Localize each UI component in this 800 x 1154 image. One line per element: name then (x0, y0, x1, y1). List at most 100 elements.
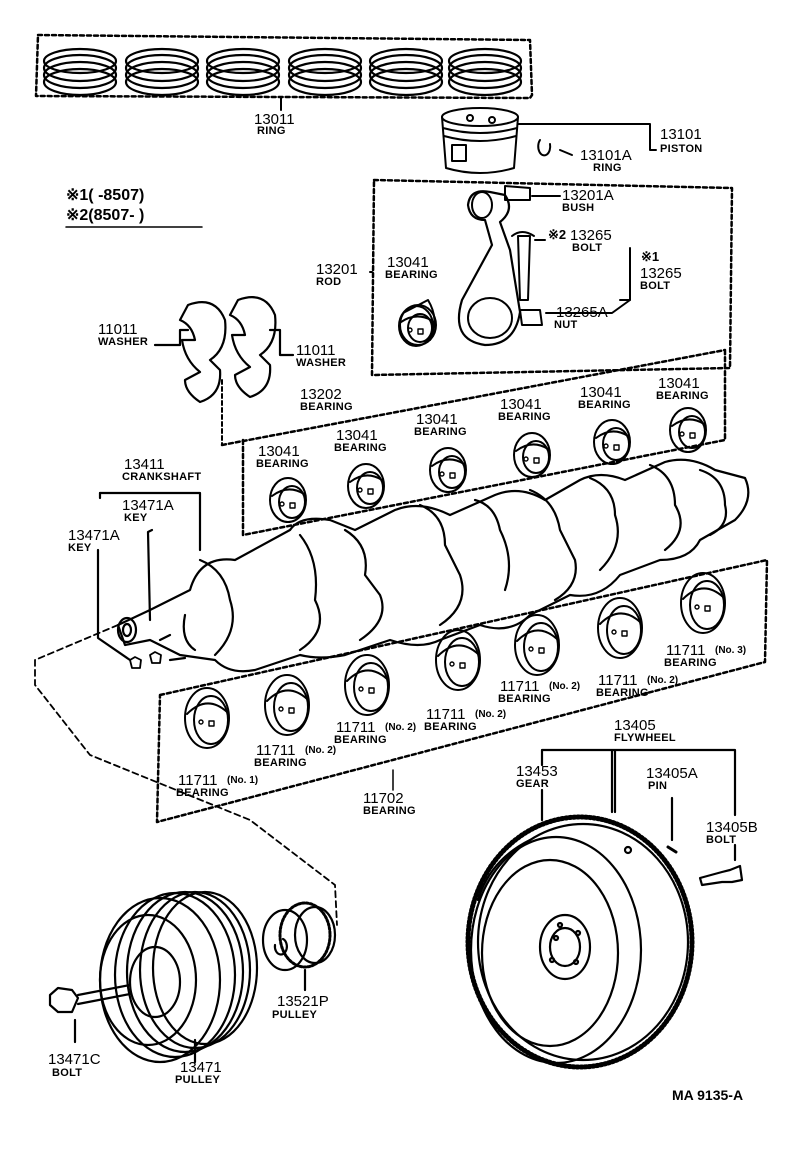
part-name-key-lower: KEY (68, 542, 92, 554)
part-name-flywheel-bolt: BOLT (706, 834, 737, 846)
part-number-13201: 13201 (316, 261, 358, 278)
timing-pulley-icon (261, 901, 337, 992)
part-number-13101: 13101 (660, 126, 702, 143)
main-bearing-name: BEARING (176, 787, 229, 799)
legend-note-1: ※1( -8507) (66, 187, 145, 204)
part-name-piston: PISTON (660, 143, 703, 155)
main-bearing-position: (No. 2) (305, 745, 337, 756)
main-bearing-name: BEARING (664, 657, 717, 669)
part-number-13265a: 13265A (556, 304, 608, 321)
main-bearing-name: BEARING (596, 687, 649, 699)
part-number-11011-left: 11011 (98, 321, 138, 338)
main-bearing-name: BEARING (424, 721, 477, 733)
part-number-13471a-lower: 13471A (68, 527, 120, 544)
connecting-rod-group (369, 178, 734, 377)
part-name-key-upper: KEY (124, 512, 148, 524)
part-number-13101a: 13101A (580, 147, 632, 164)
part-number-11011-right: 11011 (296, 342, 336, 359)
part-name-timing-pulley: PULLEY (272, 1009, 318, 1021)
main-bearing-number: 11711 (500, 678, 540, 695)
part-number-13011: 13011 (254, 111, 295, 128)
part-name-bearing-set: BEARING (300, 401, 353, 413)
main-bearing-number: 11711 (598, 672, 638, 689)
bearing-shell-icon (680, 572, 726, 634)
part-name-bolt-a: BOLT (572, 242, 603, 254)
main-bearing-number: 11711 (178, 772, 218, 789)
part-name-main-bearing-set: BEARING (363, 805, 416, 817)
part-name-crankshaft: CRANKSHAFT (122, 471, 202, 483)
main-bearing-name: BEARING (254, 757, 307, 769)
bearing-shell-icon (347, 463, 385, 509)
bolt-mark-2: ※2 (548, 227, 567, 242)
part-name-washer-right: WASHER (296, 357, 347, 369)
part-number-13202: 13202 (300, 386, 342, 403)
rod-bearing-name: BEARING (256, 458, 309, 470)
bearing-shell-icon (513, 432, 551, 478)
main-bearing-name: BEARING (334, 734, 387, 746)
main-bearing-number: 11711 (336, 719, 376, 736)
main-bearing-position: (No. 2) (647, 675, 679, 686)
main-bearing-number: 11711 (666, 642, 706, 659)
part-name-pulley-bolt: BOLT (52, 1067, 83, 1079)
part-name-nut: NUT (554, 319, 578, 331)
lower-bearing-shells (184, 572, 726, 749)
bearing-shell-icon (429, 447, 467, 493)
rod-bearing-number: 13041 (336, 427, 378, 444)
rod-bearing-number: 13041 (580, 384, 622, 401)
part-name-pin: PIN (648, 780, 668, 792)
crankshaft-icon (96, 458, 750, 673)
rod-bearing-number: 13041 (416, 411, 458, 428)
flywheel-icon (465, 748, 744, 1070)
part-number-13405: 13405 (614, 717, 656, 734)
rod-bearing-name: BEARING (656, 390, 709, 402)
part-name-bush: BUSH (562, 202, 595, 214)
bearing-shell-icon (264, 674, 310, 736)
part-name-washer-left: WASHER (98, 336, 149, 348)
rod-bearing-name: BEARING (334, 442, 387, 454)
part-name-piston-ring: RING (593, 162, 622, 174)
thrust-washer-icons (153, 296, 295, 404)
part-number-13265-a: 13265 (570, 227, 612, 244)
upper-bearing-group (220, 348, 727, 537)
rod-bearing-name: BEARING (414, 426, 467, 438)
bearing-shell-icon (398, 305, 434, 347)
main-bearing-number: 11711 (426, 706, 466, 723)
part-number-11702: 11702 (363, 790, 404, 807)
part-number-13471: 13471 (180, 1059, 222, 1076)
part-name-crank-pulley: PULLEY (175, 1074, 221, 1086)
part-number-13471a-upper: 13471A (122, 497, 174, 514)
bearing-shell-icon (593, 419, 631, 465)
bearing-shell-icon (514, 614, 560, 676)
part-number-13405b: 13405B (706, 819, 758, 836)
part-number-13201a: 13201A (562, 187, 614, 204)
bolt-mark-1: ※1 (641, 249, 660, 264)
part-number-13453: 13453 (516, 763, 558, 780)
part-name-bolt-b: BOLT (640, 280, 671, 292)
bearing-shell-icon (269, 477, 307, 523)
part-name-ring: RING (257, 125, 286, 137)
rod-bearing-number: 13041 (658, 375, 700, 392)
part-name-bearing-rod: BEARING (385, 269, 438, 281)
main-bearing-position: (No. 3) (715, 645, 747, 656)
part-number-13265-b: 13265 (640, 265, 682, 282)
rod-bearing-number: 13041 (500, 396, 542, 413)
rod-bearing-name: BEARING (578, 399, 631, 411)
main-bearing-position: (No. 1) (227, 775, 259, 786)
part-number-13041-rod: 13041 (387, 254, 429, 271)
rod-bearing-number: 13041 (258, 443, 300, 460)
bearing-shell-icon (184, 687, 230, 749)
part-number-13411: 13411 (124, 456, 165, 473)
part-number-13521p: 13521P (277, 993, 329, 1010)
piston-ring-icons (42, 47, 523, 97)
ring-set-group (34, 33, 534, 111)
main-bearing-position: (No. 2) (549, 681, 581, 692)
part-name-rod: ROD (316, 276, 342, 288)
bearing-shell-icon (597, 597, 643, 659)
part-name-flywheel: FLYWHEEL (614, 732, 676, 744)
drawing-code: MA 9135-A (672, 1087, 744, 1103)
part-number-13405a: 13405A (646, 765, 698, 782)
part-number-13471c: 13471C (48, 1051, 101, 1068)
crank-pulley-icon (48, 890, 259, 1064)
